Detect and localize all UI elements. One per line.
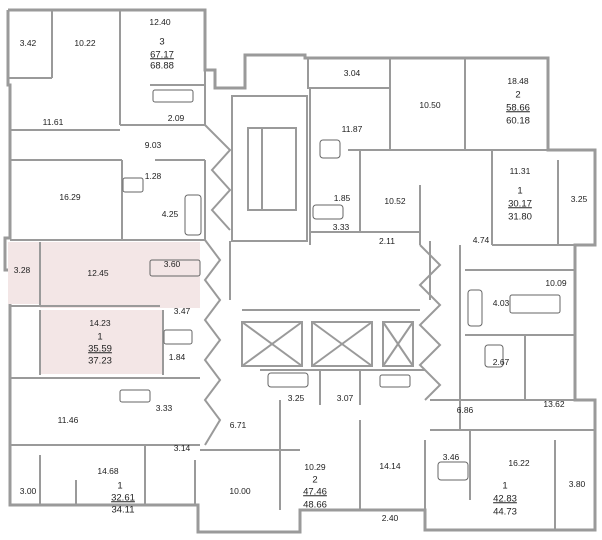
- room-area-label: 3.28: [13, 264, 31, 275]
- room-area-label: 11.31: [509, 165, 531, 176]
- room-area-label: 4.25: [161, 208, 179, 219]
- apartment-rooms-count: 3: [159, 36, 165, 48]
- apartment-living-area: 47.46: [303, 486, 327, 498]
- apartment-living-area: 35.59: [88, 343, 112, 355]
- apartment-living-area: 58.66: [506, 102, 530, 114]
- room-area-label: 6.86: [456, 404, 474, 415]
- room-area-label: 12.40: [149, 16, 171, 27]
- apartment-rooms-count: 1: [117, 480, 123, 492]
- room-area-label: 1.84: [168, 351, 186, 362]
- room-area-label: 10.22: [74, 37, 96, 48]
- room-area-label: 6.71: [229, 419, 247, 430]
- room-area-label: 3.07: [336, 392, 354, 403]
- apartment-total-area: 31.80: [508, 211, 532, 223]
- apartment-total-area: 37.23: [88, 355, 112, 367]
- room-area-label: 11.61: [42, 116, 64, 127]
- room-area-label: 16.29: [59, 191, 81, 202]
- room-area-label: 4.03: [492, 297, 510, 308]
- room-area-label: 11.46: [57, 414, 79, 425]
- apartment-rooms-count: 2: [312, 474, 318, 486]
- room-area-label: 2.40: [381, 512, 399, 523]
- apartment-rooms-count: 2: [515, 89, 521, 101]
- apartment-total-area: 68.88: [150, 60, 174, 72]
- room-area-label: 9.03: [144, 139, 162, 150]
- room-area-label: 2.67: [492, 356, 510, 367]
- apartment-total-area: 48.66: [303, 499, 327, 511]
- room-area-label: 3.00: [19, 485, 37, 496]
- room-area-label: 3.47: [173, 305, 191, 316]
- room-area-label: 10.00: [229, 485, 251, 496]
- room-area-label: 3.33: [155, 402, 173, 413]
- apartment-rooms-count: 1: [502, 480, 508, 492]
- room-area-label: 3.80: [568, 478, 586, 489]
- room-area-label: 1.85: [333, 192, 351, 203]
- apartment-total-area: 34.11: [111, 504, 135, 516]
- room-area-label: 3.46: [442, 451, 460, 462]
- room-area-label: 10.29: [304, 461, 326, 472]
- room-area-label: 14.68: [97, 465, 119, 476]
- room-area-label: 3.14: [173, 442, 191, 453]
- room-area-label: 2.11: [379, 235, 395, 246]
- room-area-label: 14.23: [89, 317, 111, 328]
- room-area-label: 3.42: [19, 37, 37, 48]
- room-area-label: 3.25: [570, 193, 588, 204]
- room-area-label: 3.25: [287, 392, 305, 403]
- room-area-label: 14.14: [379, 460, 401, 471]
- room-area-label: 3.04: [343, 67, 361, 78]
- room-area-label: 12.45: [87, 267, 109, 278]
- apartment-living-area: 42.83: [493, 493, 517, 505]
- room-area-label: 13.62: [543, 398, 565, 409]
- apartment-total-area: 44.73: [493, 506, 517, 518]
- apartment-living-area: 32.61: [111, 492, 135, 504]
- room-area-label: 1.28: [144, 170, 162, 181]
- room-area-label: 10.52: [384, 195, 406, 206]
- room-area-label: 4.74: [472, 234, 490, 245]
- room-area-label: 16.22: [508, 457, 530, 468]
- apartment-living-area: 30.17: [508, 198, 532, 210]
- highlighted-apartment: [8, 242, 200, 374]
- apartment-total-area: 60.18: [506, 115, 530, 127]
- room-area-label: 18.48: [507, 75, 529, 86]
- room-area-label: 11.87: [341, 123, 363, 134]
- room-area-label: 3.60: [163, 258, 181, 269]
- room-area-label: 3.33: [332, 221, 350, 232]
- apartment-rooms-count: 1: [517, 185, 523, 197]
- apartment-living-area: 67.17: [150, 49, 174, 61]
- room-area-label: 10.09: [545, 277, 567, 288]
- room-area-label: 10.50: [419, 99, 441, 110]
- apartment-rooms-count: 1: [97, 331, 103, 343]
- room-area-label: 2.09: [167, 112, 185, 123]
